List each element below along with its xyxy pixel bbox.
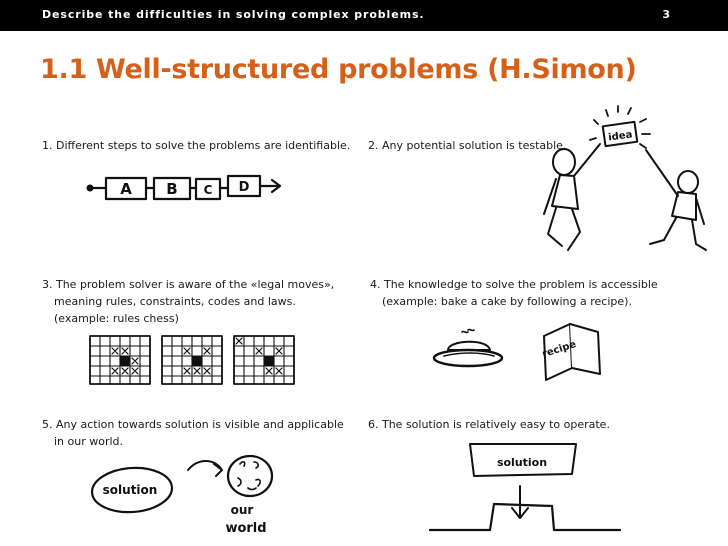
slide-subtitle: Describe the difficulties in solving com… bbox=[42, 8, 425, 21]
chess-grid-3 bbox=[233, 335, 295, 385]
item-4-line-2: (example: bake a cake by following a rec… bbox=[382, 295, 632, 308]
our-world-label-2: world bbox=[225, 521, 266, 536]
item-6-line-1: 6. The solution is relatively easy to op… bbox=[368, 418, 610, 431]
item-3: 3. The problem solver is aware of the «l… bbox=[42, 276, 334, 327]
item-3-line-1: 3. The problem solver is aware of the «l… bbox=[42, 278, 335, 291]
item-3-line-2: meaning rules, constraints, codes and la… bbox=[54, 295, 296, 308]
header-bar: Describe the difficulties in solving com… bbox=[0, 0, 728, 31]
item-4: 4. The knowledge to solve the problem is… bbox=[370, 276, 658, 310]
solution-funnel-sketch: solution bbox=[428, 443, 622, 532]
chess-grids-sketch bbox=[89, 335, 295, 385]
item-5-line-2: in our world. bbox=[54, 435, 124, 448]
item-2: 2. Any potential solution is testable. bbox=[368, 137, 566, 154]
page-number: 3 bbox=[662, 8, 670, 21]
solution-world-sketch: solution our world bbox=[90, 454, 274, 536]
solution-left-label: solution bbox=[103, 483, 158, 497]
item-3-line-3: (example: rules chess) bbox=[54, 312, 179, 325]
cake-sketch bbox=[432, 328, 504, 368]
slide-title: 1.1 Well-structured problems (H.Simon) bbox=[40, 54, 637, 85]
item-6: 6. The solution is relatively easy to op… bbox=[368, 416, 610, 433]
solution-right-label: solution bbox=[497, 456, 547, 469]
item-1: 1. Different steps to solve the problems… bbox=[42, 137, 350, 154]
steps-sketch: A B C D bbox=[86, 174, 282, 201]
item-4-line-1: 4. The knowledge to solve the problem is… bbox=[370, 278, 658, 291]
step-b-label: B bbox=[166, 180, 177, 198]
idea-label: idea bbox=[608, 129, 633, 143]
idea-figures-sketch: idea bbox=[543, 105, 707, 251]
step-d-label: D bbox=[239, 180, 250, 195]
chess-grid-2 bbox=[161, 335, 223, 385]
item-1-line-1: 1. Different steps to solve the problems… bbox=[42, 139, 351, 152]
item-2-line-1: 2. Any potential solution is testable. bbox=[368, 139, 567, 152]
recipe-book-sketch: recipe bbox=[541, 323, 601, 381]
step-c-label: C bbox=[204, 183, 213, 197]
step-a-label: A bbox=[120, 180, 132, 198]
chess-grid-1 bbox=[89, 335, 151, 385]
item-5-line-1: 5. Any action towards solution is visibl… bbox=[42, 418, 344, 431]
item-5: 5. Any action towards solution is visibl… bbox=[42, 416, 344, 450]
our-world-label-1: our bbox=[231, 503, 254, 517]
